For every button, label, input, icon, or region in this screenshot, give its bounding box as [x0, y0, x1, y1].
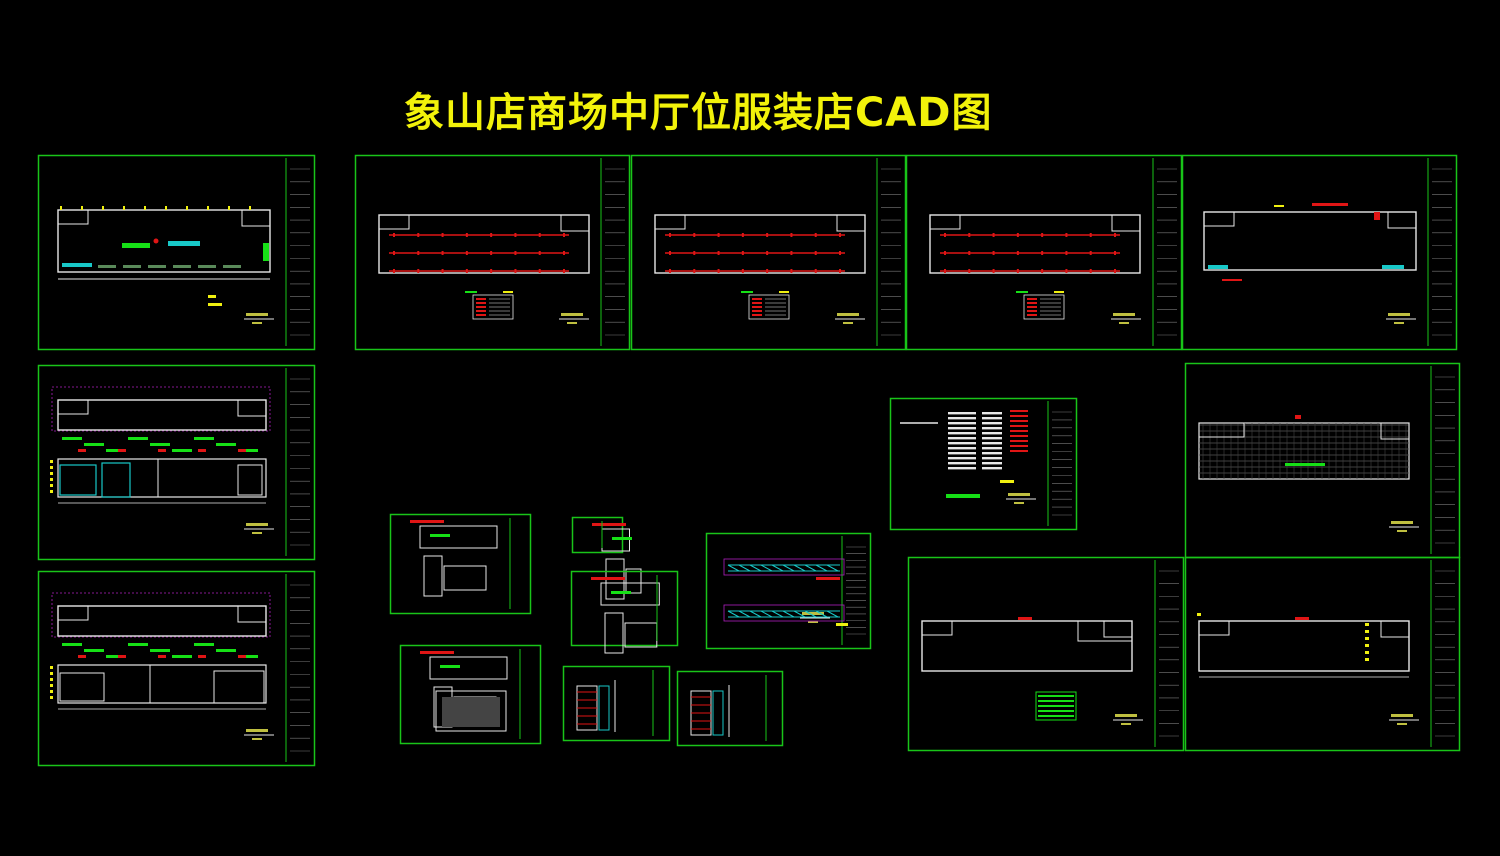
cad-sheet-1-floor-plan[interactable]: [37, 154, 316, 351]
cad-sheet-10-detail[interactable]: [389, 513, 532, 615]
cad-sheet-3-red-plan-legend[interactable]: [630, 154, 907, 351]
drawing-title: 象山店商场中厅位服装店CAD图: [404, 90, 993, 136]
cad-sheet-11-detail-small[interactable]: [571, 516, 642, 600]
cad-sheet-18-outline-plan-b[interactable]: [1184, 556, 1461, 752]
cad-sheet-5-outline-plan[interactable]: [1181, 154, 1458, 351]
cad-sheet-7-elevation-b[interactable]: [37, 570, 316, 767]
cad-sheet-15-detail-shelf[interactable]: [562, 665, 671, 742]
cad-sheet-13-truss[interactable]: [705, 532, 872, 650]
cad-sheet-8-legend-table[interactable]: [889, 397, 1078, 531]
cad-sheet-14-detail-box[interactable]: [399, 644, 542, 745]
cad-sheet-6-elevation-a[interactable]: [37, 364, 316, 561]
cad-sheet-2-red-plan-legend[interactable]: [354, 154, 631, 351]
cad-sheet-12-detail[interactable]: [570, 570, 679, 654]
cad-sheet-9-ceiling-hatch[interactable]: [1184, 362, 1461, 559]
cad-sheet-17-outline-table[interactable]: [907, 556, 1185, 752]
cad-sheet-16-detail-shelf[interactable]: [676, 670, 784, 747]
cad-sheet-4-red-plan-legend[interactable]: [905, 154, 1183, 351]
